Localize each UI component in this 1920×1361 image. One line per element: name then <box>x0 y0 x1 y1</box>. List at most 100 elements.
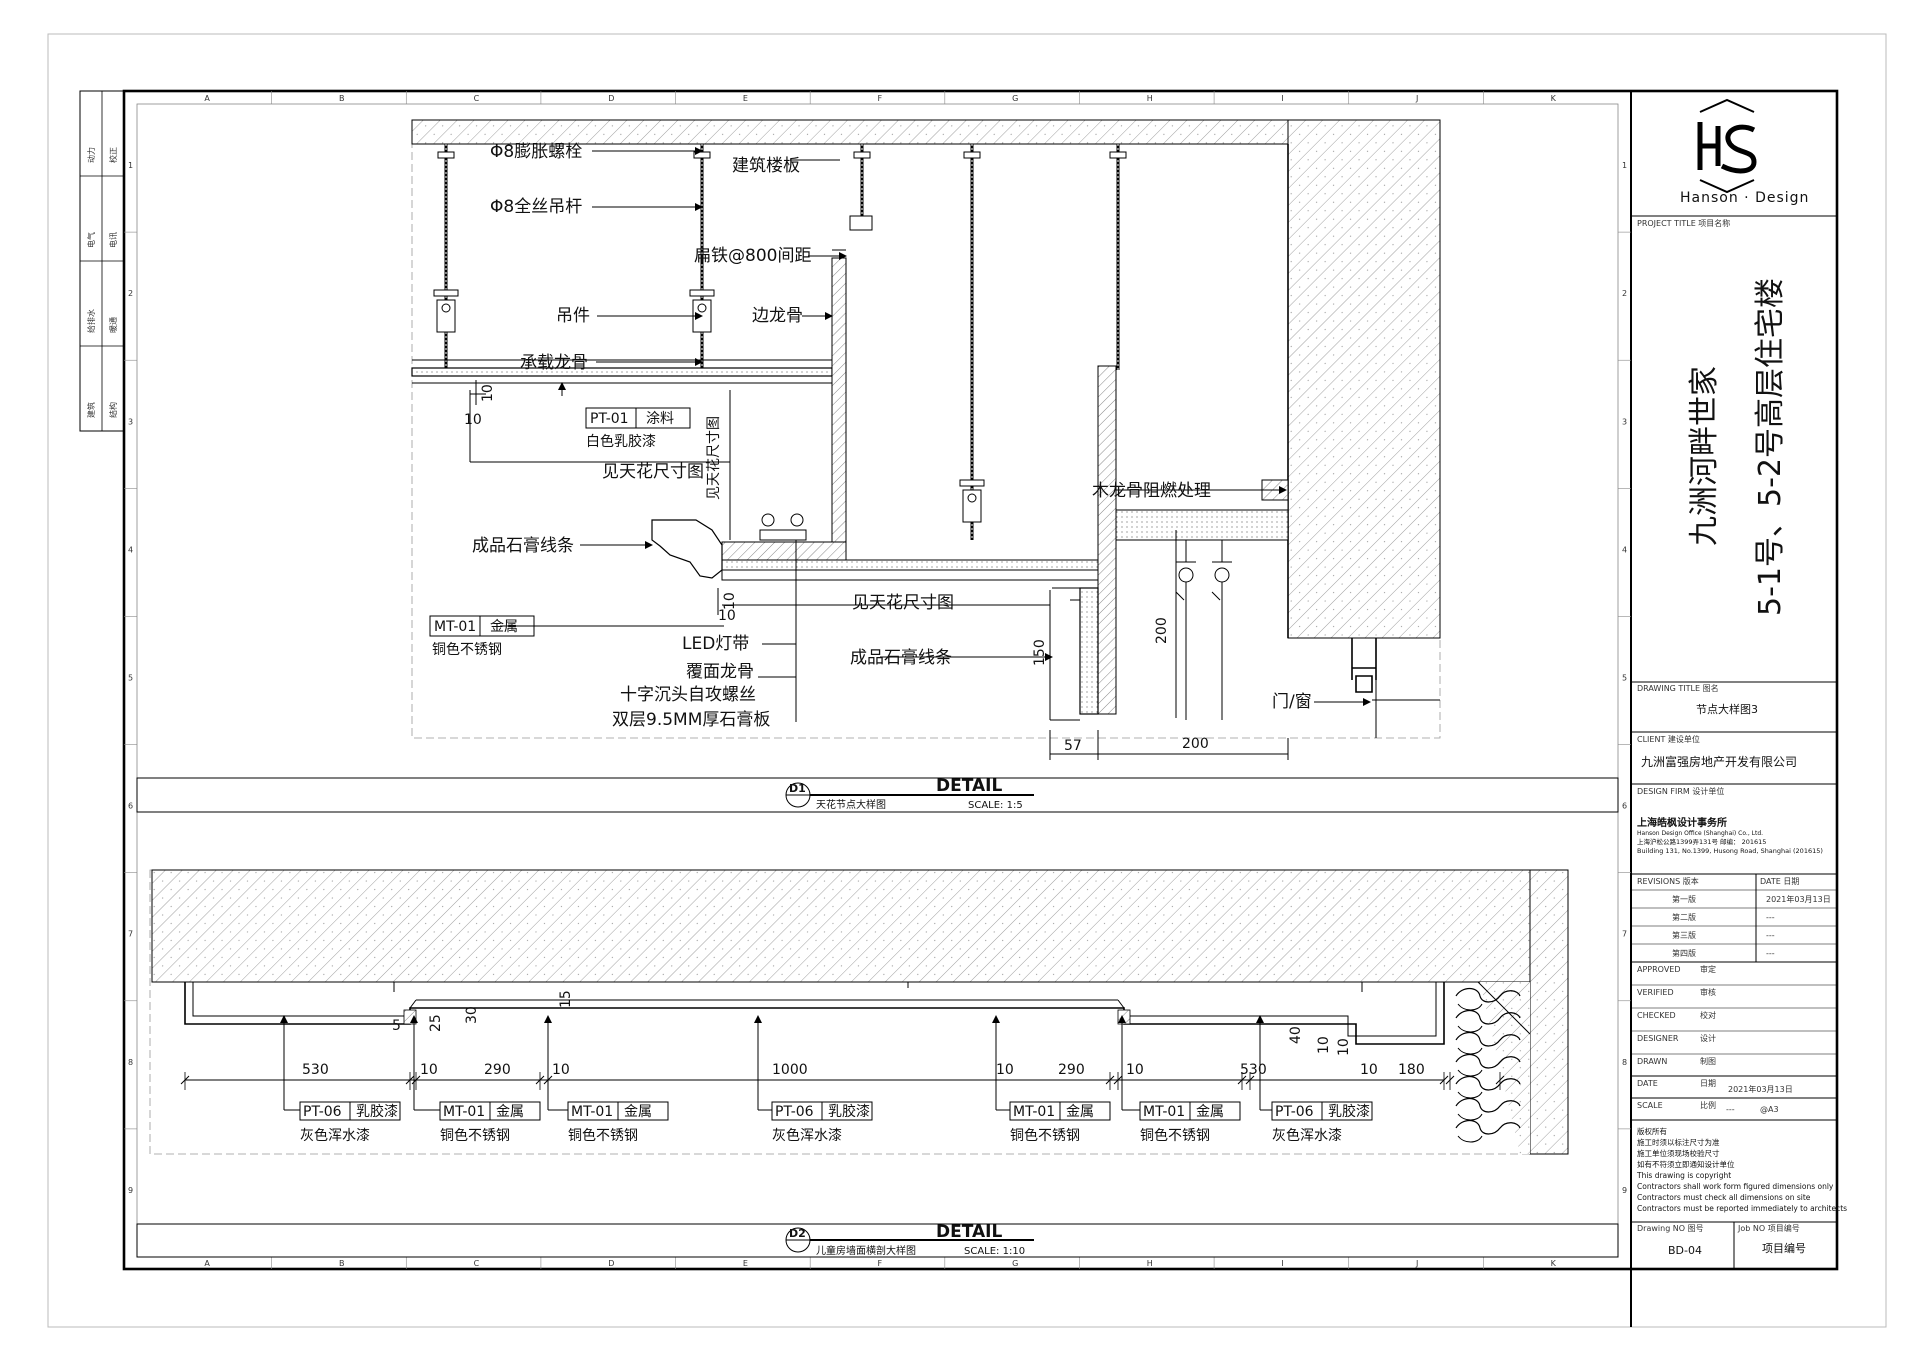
dim-value: 290 <box>1058 1062 1085 1078</box>
revision-name: 第三版 <box>1672 930 1696 940</box>
label-see-ceiling-2: 见天花尺寸图 <box>852 593 954 613</box>
drawing-no-label: Drawing NO 图号 <box>1637 1224 1704 1233</box>
dim-57: 57 <box>1064 738 1082 754</box>
tag-mt01-mat: 金属 <box>490 619 518 635</box>
role-cn: 制图 <box>1700 1056 1716 1066</box>
curl-line <box>1455 1031 1521 1047</box>
grid-row-right: 9 <box>1622 1186 1627 1195</box>
tag-material: 金属 <box>496 1104 524 1120</box>
grid-col-bottom: J <box>1415 1259 1418 1268</box>
title-block: Hanson · Design PROJECT TITLE 项目名称 九洲河畔世… <box>1631 98 1847 1269</box>
dim-10a: 10 <box>480 384 496 402</box>
grid-col-top: G <box>1012 94 1018 103</box>
tag-mt01: MT-01 金属 <box>429 615 535 637</box>
firm-addr-en: Building 131, No.1399, Husong Road, Shan… <box>1637 847 1823 855</box>
tag-material: 乳胶漆 <box>828 1103 870 1120</box>
label-gypsum-line-2: 成品石膏线条 <box>850 647 952 668</box>
detail-2-word: DETAIL <box>936 1222 1002 1242</box>
curl-line <box>1455 1119 1521 1135</box>
detail-2-scale: SCALE: 1:10 <box>964 1246 1025 1257</box>
tag-material: 乳胶漆 <box>356 1103 398 1120</box>
grid-col-top: F <box>878 94 883 103</box>
anchor-nut <box>1109 151 1127 159</box>
dim-150: 150 <box>1032 639 1048 666</box>
detail-2-num: D2 <box>789 1227 806 1240</box>
revisions-label: REVISIONS 版本 <box>1637 876 1699 886</box>
label-flat-iron: 扁铁@800间距 <box>694 246 811 266</box>
detail-1-scale: SCALE: 1:5 <box>968 800 1023 811</box>
small-dim: 5 <box>392 1018 401 1034</box>
tag-description: 灰色浑水漆 <box>772 1127 842 1144</box>
scale-label: SCALE <box>1637 1101 1663 1110</box>
grid-col-top: J <box>1415 94 1418 103</box>
grid-row-right: 3 <box>1622 417 1627 426</box>
detail-1-drawing: PT-01 涂料 MT-01 金属 Φ8膨胀螺栓 Φ8全丝吊杆 建筑楼板 扁铁@… <box>411 119 1441 760</box>
client-label: CLIENT 建设单位 <box>1637 734 1700 744</box>
tag-code: PT-06 <box>1275 1104 1314 1120</box>
grid-row-right: 1 <box>1622 161 1627 170</box>
grid-row-left: 6 <box>128 802 133 811</box>
tag-description: 灰色浑水漆 <box>1272 1127 1342 1144</box>
side-table-cell: 结构 <box>108 402 118 418</box>
revision-date: 2021年03月13日 <box>1766 894 1831 904</box>
small-dim: 40 <box>1288 1026 1304 1044</box>
revision-date: --- <box>1766 931 1775 940</box>
grid-col-bottom: I <box>1281 1259 1283 1268</box>
insulation-curls <box>1455 987 1521 1143</box>
detail-1-word: DETAIL <box>936 776 1002 796</box>
project-line-1: 九洲河畔世家 <box>1687 366 1722 546</box>
date-row-label: DATE <box>1637 1079 1658 1088</box>
curl-line <box>1455 1097 1521 1113</box>
firm-name: 上海皓枫设计事务所 <box>1637 816 1727 829</box>
dim-value: 10 <box>1360 1062 1378 1078</box>
dim-value: 530 <box>1240 1062 1267 1078</box>
grid-col-top: H <box>1147 94 1153 103</box>
revision-name: 第一版 <box>1672 894 1696 904</box>
small-dim: 10 <box>1336 1038 1352 1056</box>
curtain-track <box>1175 540 1232 720</box>
tag-material: 金属 <box>1196 1104 1224 1120</box>
hanger-clip <box>962 489 982 523</box>
side-table-cell: 电讯 <box>108 232 118 248</box>
grid-row-left: 5 <box>128 674 133 683</box>
grid-row-left: 8 <box>128 1058 133 1067</box>
design-firm-label: DESIGN FIRM 设计单位 <box>1637 786 1724 796</box>
tag-description: 铜色不锈钢 <box>1010 1127 1080 1144</box>
grid-col-top: B <box>339 94 345 103</box>
label-gypsum-line-1: 成品石膏线条 <box>472 535 574 556</box>
tag-code: MT-01 <box>1013 1104 1055 1120</box>
grid-col-bottom: D <box>608 1259 614 1268</box>
hanger-hole <box>441 303 451 313</box>
curl-line <box>1457 1047 1483 1055</box>
anchor-nut <box>963 151 981 159</box>
note-line: Contractors shall work form figured dime… <box>1637 1182 1834 1191</box>
job-no-label: Job NO 项目编号 <box>1737 1223 1800 1233</box>
label-screw: 十字沉头自攻螺丝 <box>620 685 756 705</box>
revision-date: --- <box>1766 913 1775 922</box>
dim-10c: 10 <box>722 592 738 610</box>
dim-value: 180 <box>1398 1062 1425 1078</box>
curl-line <box>1457 1025 1483 1033</box>
role-en: VERIFIED <box>1637 988 1674 997</box>
label-bolt: Φ8膨胀螺栓 <box>490 142 582 162</box>
grid-col-bottom: K <box>1551 1259 1557 1268</box>
concrete-slab <box>411 119 1289 145</box>
tag-code: PT-06 <box>775 1104 814 1120</box>
note-line: Contractors must check all dimensions on… <box>1637 1193 1811 1202</box>
label-copper-steel: 铜色不锈钢 <box>432 641 502 658</box>
dim-value: 530 <box>302 1062 329 1078</box>
grid-row-right: 4 <box>1622 545 1627 554</box>
role-en: APPROVED <box>1637 965 1681 974</box>
hanger-rods <box>433 144 1127 540</box>
hanger-nut <box>433 289 459 297</box>
concrete-wall <box>1287 119 1441 639</box>
drawing-title-label: DRAWING TITLE 图名 <box>1637 683 1719 693</box>
curl-line <box>1457 1135 1483 1143</box>
hanger-clip <box>436 299 456 333</box>
project-title-label: PROJECT TITLE 项目名称 <box>1637 218 1730 228</box>
concrete-slab-2 <box>151 869 1531 983</box>
anchor-plate <box>849 215 873 231</box>
